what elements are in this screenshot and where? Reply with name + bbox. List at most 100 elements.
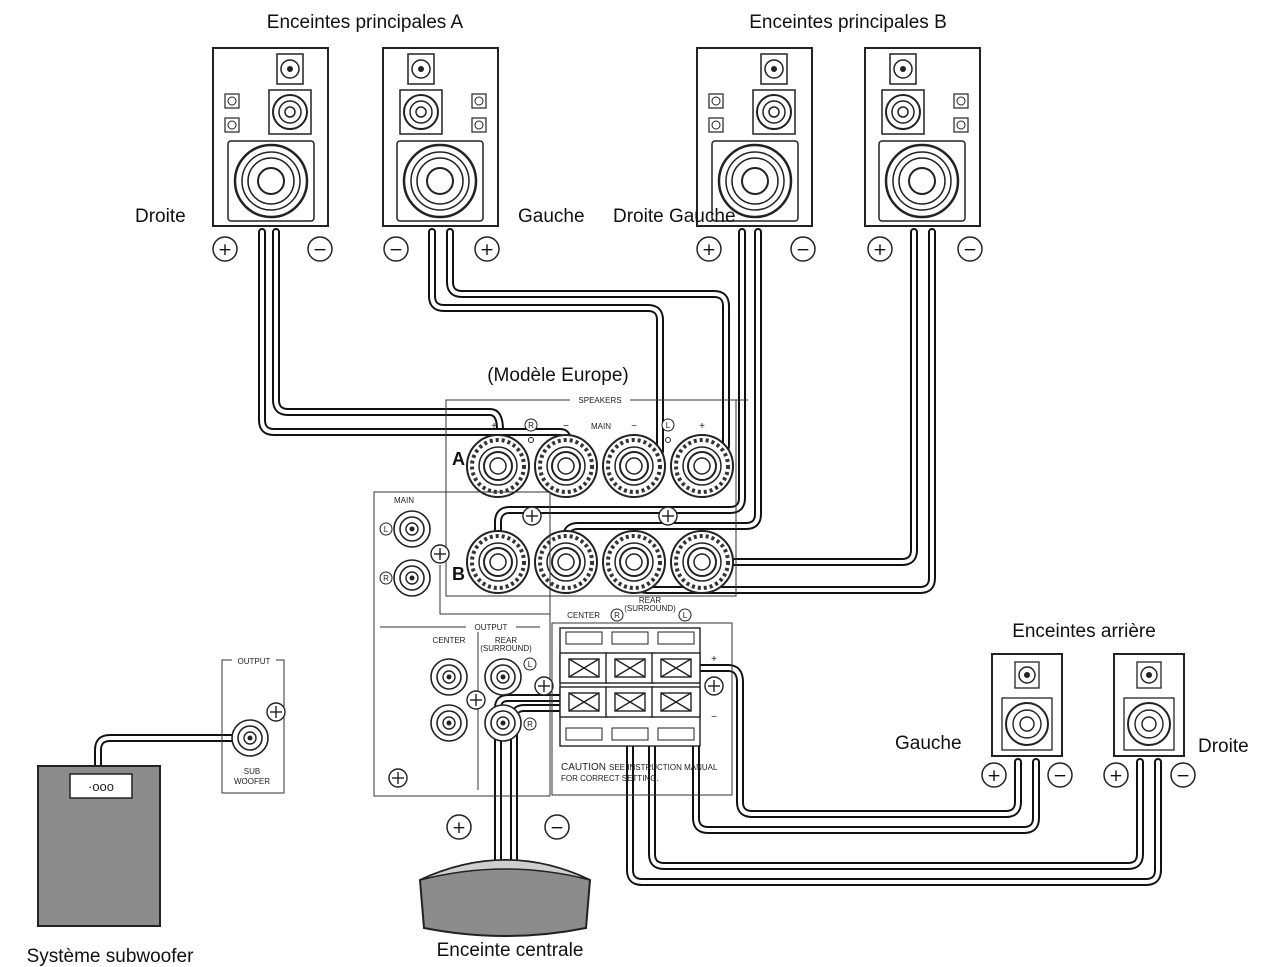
terminal-a-left-minus (601, 433, 667, 499)
minus-icon: − (1170, 762, 1196, 788)
terminal-b-left-minus (601, 529, 667, 595)
label-center: CENTER (567, 611, 600, 620)
rca-jack-center-2 (430, 704, 468, 742)
cable-main-a-right-plus (272, 228, 504, 466)
label-rear-speakers: Enceintes arrière (1012, 621, 1156, 642)
rear-speakers: Enceintes arrière Gauche Droite + − + − (895, 621, 1249, 788)
minus-icon: − (544, 814, 570, 840)
label-main: MAIN (394, 496, 414, 505)
svg-text:−: − (1053, 766, 1067, 786)
label-rear-left: Gauche (895, 733, 962, 754)
svg-text:+: + (218, 240, 232, 260)
label-output-center: CENTER (433, 636, 466, 645)
label-minus: − (631, 421, 637, 432)
label-row-a: A (452, 449, 465, 469)
screw-icon (522, 506, 542, 526)
label-model-europe: (Modèle Europe) (487, 365, 629, 386)
minus-icon: − (790, 236, 816, 262)
subwoofer-system: OUTPUT SUB WOOFER ·ooo Système subwoofer (27, 654, 286, 967)
speaker-main-b-right (695, 46, 814, 228)
rca-jack-main-l (393, 510, 431, 548)
label-surround: (SURROUND) (624, 604, 676, 613)
minus-icon: − (307, 236, 333, 262)
cable-rear-right-minus (624, 696, 1162, 886)
label-main-a-left: Gauche (518, 206, 585, 227)
plus-icon: + (474, 236, 500, 262)
label-output: OUTPUT (475, 623, 508, 632)
label-output-surround: (SURROUND) (480, 644, 532, 653)
terminal-b-left-plus (669, 529, 735, 595)
cable-main-a-right-minus (258, 228, 572, 466)
label-l: L (384, 525, 389, 534)
label-plus: + (699, 421, 705, 432)
screw-icon (430, 544, 450, 564)
screw-icon (466, 690, 486, 710)
screw-icon (704, 676, 724, 696)
label-sub-output: OUTPUT (238, 657, 271, 666)
label-main-b: Enceintes principales B (749, 12, 947, 33)
rca-jack-subwoofer (231, 719, 269, 757)
label-woofer: WOOFER (234, 777, 270, 786)
main-speakers-a (211, 46, 500, 228)
speaker-rear-right (1113, 653, 1185, 757)
svg-text:+: + (702, 240, 716, 260)
svg-text:−: − (1176, 766, 1190, 786)
clip-terminal-rear-r-plus (605, 652, 655, 684)
plus-icon: + (981, 762, 1007, 788)
amplifier-rear-panel: (Modèle Europe) SPEAKERS + R − MAIN − L … (373, 365, 748, 797)
terminal-b-right-plus (465, 529, 531, 595)
cable-rear-left-plus (680, 664, 1022, 818)
screw-icon (534, 676, 554, 696)
clip-terminal-center-plus (559, 652, 609, 684)
main-polarity-marks: + − − + + − + − (212, 236, 983, 262)
clip-terminal-rear-r-minus (605, 686, 655, 718)
rca-jack-main-r (393, 559, 431, 597)
label-r: R (614, 611, 620, 620)
speaker-main-a-left (381, 46, 500, 228)
svg-text:+: + (1109, 766, 1123, 786)
svg-text:−: − (550, 818, 564, 838)
label-center-speaker: Enceinte centrale (437, 940, 584, 961)
label-minus: − (563, 421, 569, 432)
svg-text:−: − (963, 240, 977, 260)
plus-icon: + (1103, 762, 1129, 788)
plus-icon: + (446, 814, 472, 840)
clip-terminal-rear-l-minus (651, 686, 701, 718)
screw-icon (266, 702, 286, 722)
cable-main-b-left-plus (630, 228, 936, 594)
label-output-rear: REAR (495, 636, 517, 645)
svg-text:−: − (313, 240, 327, 260)
cable-main-b-right-plus (494, 228, 746, 566)
subwoofer-connector: ·ooo (88, 779, 114, 794)
clip-terminal-panel (551, 622, 733, 796)
speaker-rear-left (991, 653, 1063, 757)
cable-subwoofer (94, 734, 252, 774)
label-plus: + (711, 654, 717, 665)
label-l: L (666, 421, 671, 430)
output-panel (373, 491, 551, 797)
terminal-a-right-plus (465, 433, 531, 499)
label-l: L (528, 660, 533, 669)
terminal-a-left-plus (669, 433, 735, 499)
speaker-main-b-left (863, 46, 982, 228)
svg-text:+: + (480, 240, 494, 260)
center-speaker: + − Enceinte centrale (418, 814, 592, 961)
label-r: R (527, 720, 533, 729)
label-rear-right: Droite (1198, 736, 1249, 757)
minus-icon: − (957, 236, 983, 262)
terminal-b-right-minus (533, 529, 599, 595)
label-l: L (683, 611, 688, 620)
svg-text:+: + (873, 240, 887, 260)
cable-main-a-left-minus (428, 228, 664, 466)
main-speakers-b (695, 46, 982, 228)
plus-icon: + (212, 236, 238, 262)
label-main-a: Enceintes principales A (267, 12, 464, 33)
rca-jack-center-1 (430, 658, 468, 696)
clip-terminal-center-minus (559, 686, 609, 718)
screw-icon (658, 506, 678, 526)
label-r: R (528, 421, 534, 430)
svg-text:−: − (796, 240, 810, 260)
